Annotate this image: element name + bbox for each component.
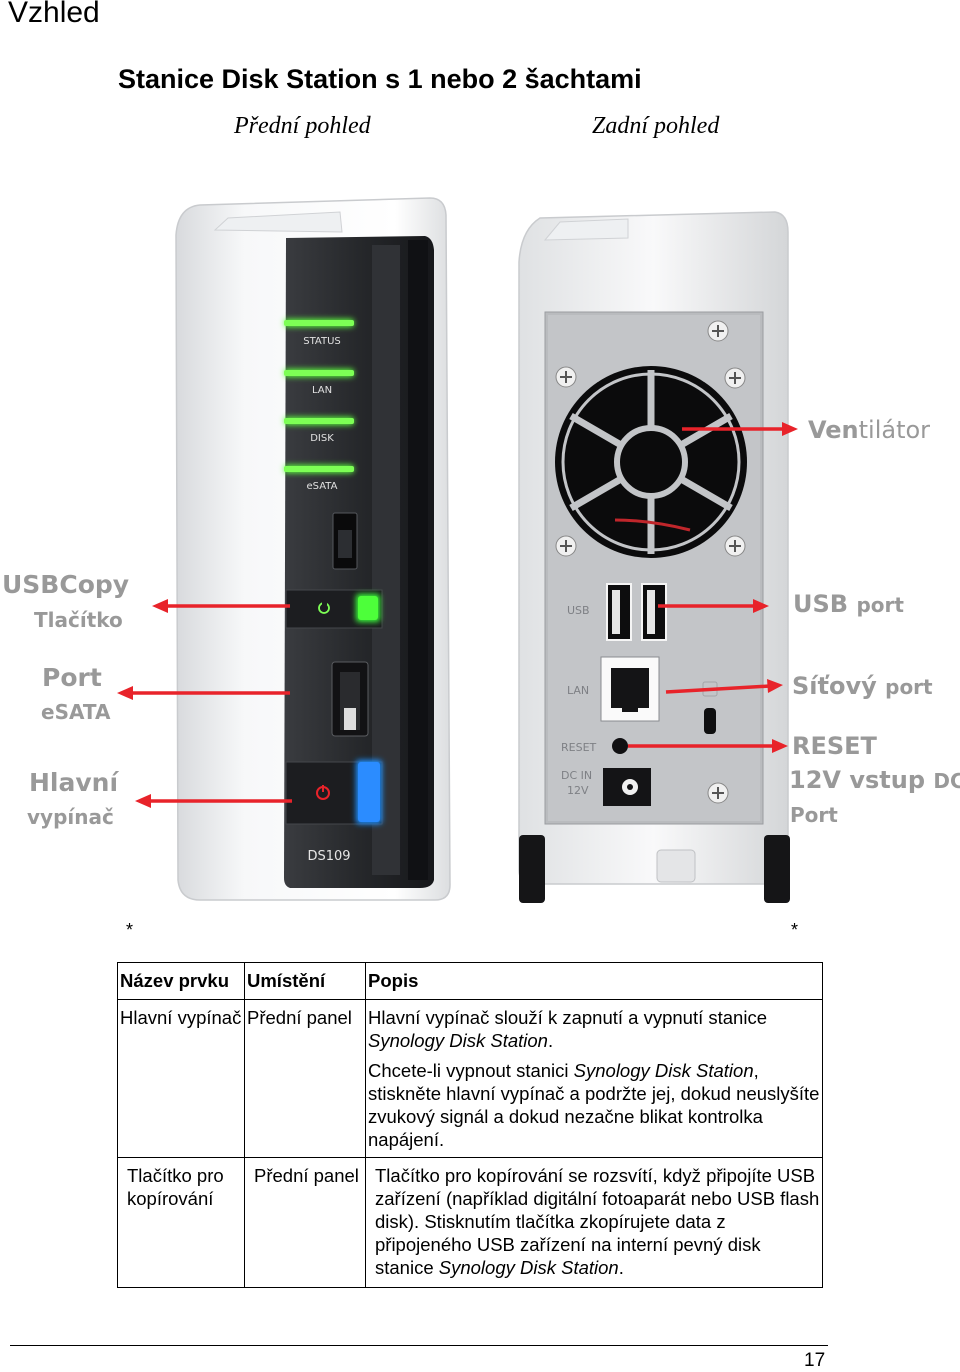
desc-end: . bbox=[618, 1257, 624, 1278]
usb-ports: USB bbox=[567, 583, 667, 641]
section-heading: Stanice Disk Station s 1 nebo 2 šachtami bbox=[118, 64, 642, 94]
arrow-lan bbox=[665, 679, 783, 694]
callout-usb: USB port bbox=[793, 590, 904, 618]
footnote-mark-left: * bbox=[126, 920, 134, 940]
desc-text: Hlavní vypínač slouží k zapnutí a vypnut… bbox=[368, 1007, 767, 1028]
power-button[interactable] bbox=[285, 760, 383, 825]
row-copy-location: Přední panel bbox=[244, 1157, 366, 1288]
callout-lan-part2: port bbox=[885, 675, 933, 699]
dcin-voltage-label: 12V bbox=[567, 784, 589, 797]
usbcopy-button[interactable] bbox=[285, 589, 383, 629]
callout-lan: Síťový port bbox=[792, 672, 933, 700]
footnote-mark-right: * bbox=[791, 920, 799, 940]
led-label-status: STATUS bbox=[303, 336, 341, 347]
callout-usb-part2: port bbox=[856, 593, 904, 617]
table-header-row: Název prvku Umístění Popis bbox=[117, 962, 823, 1000]
row-power-name: Hlavní vypínač bbox=[117, 999, 245, 1158]
components-table: Název prvku Umístění Popis Hlavní vypína… bbox=[117, 962, 823, 1288]
usb-port-label: USB bbox=[567, 604, 590, 617]
front-view-caption: Přední pohled bbox=[234, 113, 371, 139]
callout-power-sub: vypínač bbox=[27, 805, 114, 829]
row-copy-description: Tlačítko pro kopírování se rozsvítí, kdy… bbox=[365, 1157, 823, 1288]
esata-port bbox=[331, 661, 369, 737]
led-label-esata: eSATA bbox=[307, 481, 338, 492]
callout-dc: 12V vstup DC bbox=[789, 766, 960, 794]
page-heading: Vzhled bbox=[8, 0, 100, 29]
row-power-location: Přední panel bbox=[244, 999, 366, 1158]
callout-reset: RESET bbox=[792, 732, 877, 760]
screws bbox=[555, 320, 746, 804]
arrow-esata bbox=[117, 686, 290, 700]
callout-usb-part1: USB bbox=[793, 590, 849, 618]
callout-usbcopy-sub: Tlačítko bbox=[34, 608, 123, 632]
arrow-usb bbox=[658, 599, 769, 613]
table-row: Tlačítko pro kopírování Přední panel Tla… bbox=[117, 1157, 823, 1288]
table-header-name: Název prvku bbox=[117, 962, 245, 1000]
callout-dc-part2: DC bbox=[933, 769, 960, 793]
callout-usbcopy: USBCopy bbox=[2, 570, 130, 599]
footer-rule bbox=[10, 1345, 828, 1346]
callout-esata-sub: eSATA bbox=[41, 700, 111, 724]
led-label-disk: DISK bbox=[310, 433, 334, 444]
model-label: DS109 bbox=[307, 849, 350, 864]
dcin-label: DC IN bbox=[561, 769, 592, 782]
table-header-location: Umístění bbox=[244, 962, 366, 1000]
desc-text: Chcete-li vypnout stanici bbox=[368, 1060, 569, 1081]
callout-fan: Ventilátor bbox=[808, 416, 930, 444]
row-power-desc-para1: Hlavní vypínač slouží k zapnutí a vypnut… bbox=[368, 1006, 820, 1052]
callout-dc-part1: 12V vstup bbox=[789, 766, 925, 794]
desc-end: . bbox=[547, 1030, 554, 1051]
front-slot-switch bbox=[332, 512, 358, 570]
led-label-lan: LAN bbox=[312, 385, 332, 396]
device-illustration: STATUS LAN DISK eSATA bbox=[117, 197, 798, 903]
callout-lan-part1: Síťový bbox=[792, 672, 877, 700]
callout-fan-part1: Ven bbox=[808, 416, 859, 444]
back-device: USB LAN RESET DC IN 12V bbox=[518, 211, 790, 903]
row-power-desc-para2: Chcete-li vypnout stanici Synology Disk … bbox=[368, 1059, 820, 1151]
row-power-description: Hlavní vypínač slouží k zapnutí a vypnut… bbox=[365, 999, 823, 1158]
led-indicators: STATUS LAN DISK eSATA bbox=[284, 319, 354, 492]
reset-button[interactable]: RESET bbox=[561, 738, 628, 754]
callout-dc-port: Port bbox=[790, 803, 838, 827]
arrow-usbcopy bbox=[152, 599, 290, 613]
desc-product: Synology Disk Station bbox=[438, 1257, 619, 1278]
desc-product: Synology Disk Station bbox=[368, 1030, 548, 1051]
desc-end: , stiskněte hlavní vypínač a podržte jej… bbox=[368, 1060, 820, 1150]
lan-port-label: LAN bbox=[567, 684, 589, 697]
callout-esata: Port bbox=[42, 663, 102, 692]
desc-product: Synology Disk Station bbox=[573, 1060, 754, 1081]
back-feet bbox=[519, 835, 790, 903]
back-view-caption: Zadní pohled bbox=[592, 113, 720, 139]
dc-in-port: DC IN 12V bbox=[561, 768, 651, 806]
page-number: 17 bbox=[804, 1350, 826, 1371]
lan-port: LAN bbox=[567, 656, 660, 722]
callout-arrows bbox=[117, 422, 798, 808]
front-device: STATUS LAN DISK eSATA bbox=[175, 197, 451, 901]
row-copy-name: Tlačítko pro kopírování bbox=[117, 1157, 245, 1288]
desc-text: Tlačítko pro kopírování se rozsvítí, kdy… bbox=[375, 1165, 820, 1278]
arrow-power bbox=[135, 794, 292, 808]
table-row: Hlavní vypínač Přední panel Hlavní vypín… bbox=[117, 999, 823, 1158]
table-header-description: Popis bbox=[365, 962, 823, 1000]
fan-grille bbox=[555, 366, 747, 558]
reset-port-label: RESET bbox=[561, 741, 597, 754]
callout-power: Hlavní bbox=[29, 768, 119, 797]
arrow-fan bbox=[682, 422, 798, 436]
callout-fan-part2: tilátor bbox=[858, 416, 931, 444]
arrow-reset bbox=[628, 739, 788, 753]
